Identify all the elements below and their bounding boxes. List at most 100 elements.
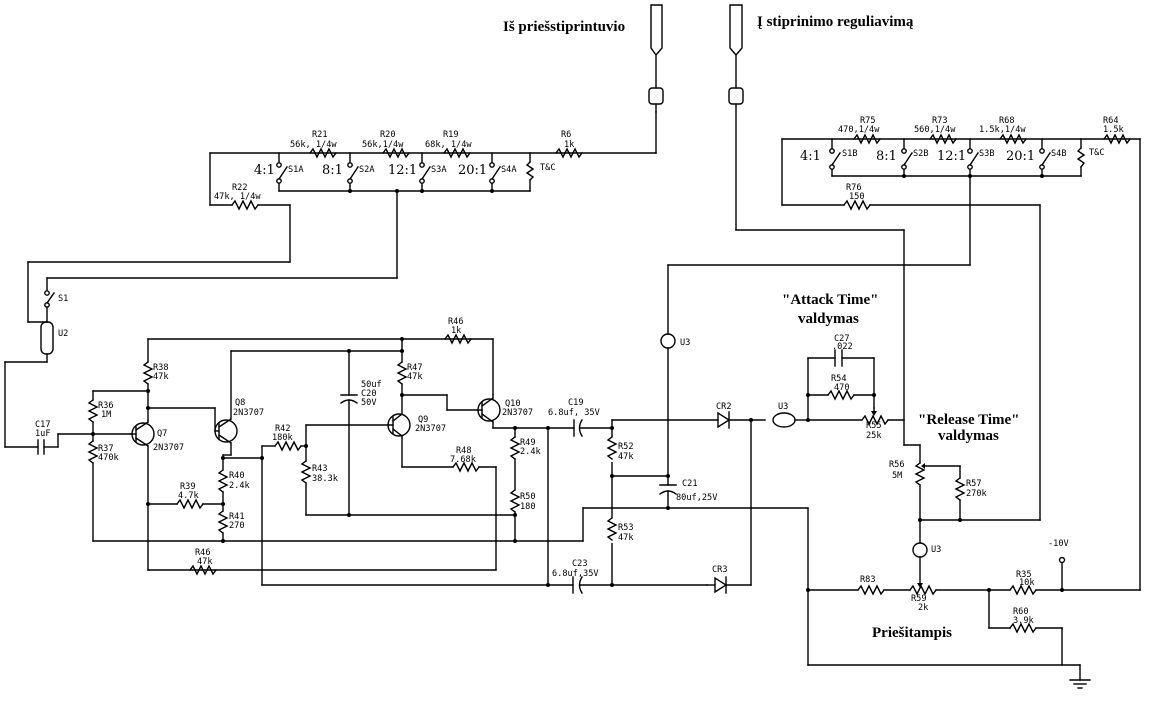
label-r83: R83: [860, 575, 876, 585]
label-u2: U2: [58, 329, 68, 339]
value-c27: .022: [832, 342, 853, 352]
output-connector: [728, 4, 744, 231]
label-s1a: S1A: [288, 165, 304, 175]
value-r38: 47k: [153, 372, 169, 382]
label-r54: R54: [831, 374, 847, 384]
bias-title: Priešitampis: [872, 625, 952, 641]
label-u3-middle: U3: [778, 402, 788, 412]
label-r68: R68: [999, 116, 1015, 126]
label-r60: R60: [1013, 607, 1029, 617]
label-q10: Q10: [505, 399, 521, 409]
value-c20: 50V: [361, 398, 377, 408]
label-r55: R55: [866, 421, 882, 431]
value-r68: 1.5k,1/4w: [979, 125, 1026, 135]
value-r75: 470,1/4w: [838, 125, 880, 135]
label-r42: R42: [275, 424, 291, 434]
label-r22: R22: [232, 183, 248, 193]
value-r43: 38.3k: [312, 474, 339, 484]
value-r56: 5M: [892, 471, 902, 481]
value-r48: 7.68k: [450, 455, 477, 465]
label-tc-b: T&C: [1089, 148, 1105, 158]
value2-c20: 50uf: [361, 380, 382, 390]
label-s4b: S4B: [1051, 149, 1067, 159]
label-r59: R59: [911, 594, 927, 604]
label-c21: C21: [682, 479, 698, 489]
value-r54: 470: [834, 383, 850, 393]
value-r64: 1.5k: [1103, 125, 1125, 135]
label-s2a: S2A: [359, 165, 375, 175]
value-r47: 47k: [407, 372, 423, 382]
label-c20: C20: [361, 389, 377, 399]
input-connector: [648, 4, 664, 154]
value-r42: 180k: [272, 433, 294, 443]
value-r76: 150: [849, 192, 865, 202]
label-r37: R37: [98, 444, 114, 454]
value-r41: 270: [229, 521, 245, 531]
part-q10: 2N3707: [502, 408, 533, 418]
part-q8: 2N3707: [233, 408, 264, 418]
supply-neg-10v: -10V: [1048, 539, 1069, 549]
label-s1: S1: [58, 294, 68, 304]
label-r43: R43: [312, 464, 328, 474]
label-r46b: R46: [195, 548, 211, 558]
label-r6: R6: [561, 130, 571, 140]
attack-release-network: [806, 349, 1141, 689]
label-r53: R53: [618, 523, 634, 533]
label-cr3: CR3: [712, 565, 728, 575]
capacitor-c17: [37, 433, 131, 455]
label-s1b: S1B: [842, 149, 858, 159]
ratio-label-8to1-a: 8:1: [322, 163, 343, 178]
value-c23: 6.8uf,35V: [552, 569, 599, 579]
label-r57: R57: [966, 479, 982, 489]
value-r35: 10k: [1019, 578, 1035, 588]
value-r20: 56k,1/4w: [362, 140, 404, 150]
label-r38: R38: [153, 363, 169, 373]
value-r50: 180: [520, 502, 536, 512]
ratio-label-8to1-b: 8:1: [876, 149, 897, 164]
ratio-label-20to1-b: 20:1: [1006, 149, 1035, 164]
label-r49: R49: [520, 438, 536, 448]
ratio-label-12to1-a: 12:1: [388, 163, 417, 178]
ratio-switch-bank-b: [667, 133, 1141, 591]
value-c17: 1uF: [35, 429, 51, 439]
value-r39: 4.7k: [178, 491, 200, 501]
label-s3a: S3A: [431, 165, 447, 175]
title-from-preamp: Iš priešstiprintuvio: [503, 19, 625, 35]
label-r19: R19: [443, 130, 459, 140]
label-r35: R35: [1016, 570, 1032, 580]
value-c21: 80uf,25V: [676, 493, 717, 503]
ratio-switch-bank-a: [27, 147, 657, 323]
value-r49: 2.4k: [520, 447, 542, 457]
label-r21: R21: [312, 130, 328, 140]
label-cr2: CR2: [716, 402, 732, 412]
label-c19: C19: [568, 398, 584, 408]
value-r19: 68k, 1/4w: [425, 140, 472, 150]
value-c19: 6.8uf, 35V: [548, 408, 600, 418]
value-r46b: 47k: [197, 557, 213, 567]
amplifier-wiring: [87, 229, 905, 666]
attack-title-line2: valdymas: [798, 311, 859, 327]
ratio-label-4to1-a: 4:1: [254, 163, 275, 178]
value-r21: 56k, 1/4w: [290, 140, 337, 150]
label-r50: R50: [520, 492, 536, 502]
value-r60: 3.9k: [1013, 616, 1035, 626]
ratio-label-12to1-b: 12:1: [937, 149, 966, 164]
ratio-label-4to1-b: 4:1: [800, 149, 821, 164]
value-r40: 2.4k: [229, 481, 251, 491]
switch-s1-and-u2: [4, 290, 55, 448]
label-q7: Q7: [157, 429, 167, 439]
value-r36: 1M: [101, 410, 111, 420]
label-u3-upper: U3: [680, 338, 690, 348]
label-r40: R40: [229, 471, 245, 481]
release-title-line1: "Release Time": [918, 412, 1020, 428]
label-r73: R73: [932, 116, 948, 126]
label-u3-lower: U3: [931, 545, 941, 555]
value-r73: 560,1/4w: [914, 125, 956, 135]
value-r37: 470k: [98, 453, 120, 463]
attack-title-line1: "Attack Time": [782, 292, 879, 308]
label-r47: R47: [407, 363, 423, 373]
title-to-gain: Į stiprinimo reguliavimą: [757, 14, 914, 30]
label-r75: R75: [860, 116, 876, 126]
value-r57: 270k: [966, 489, 988, 499]
label-c17: C17: [35, 420, 51, 430]
